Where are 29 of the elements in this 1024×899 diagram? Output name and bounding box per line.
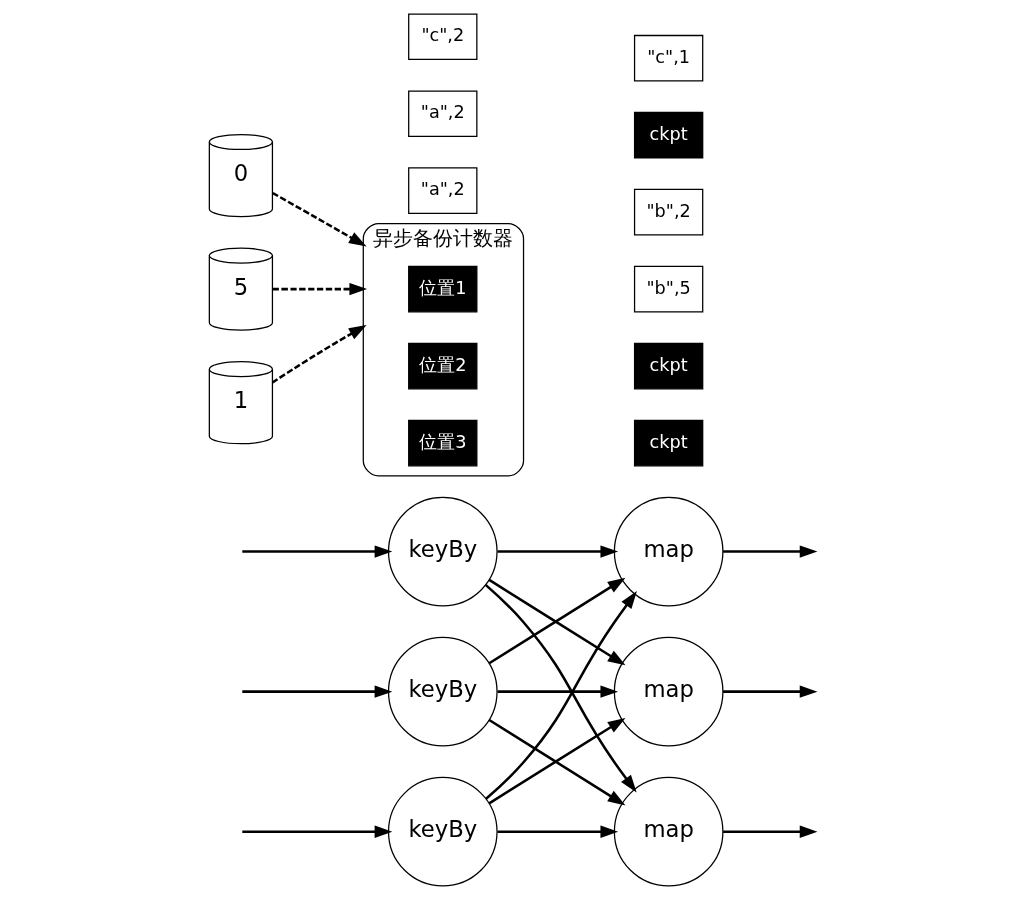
node-box: "a",2 <box>408 89 478 137</box>
node-box: 位置3 <box>408 419 478 466</box>
node-box: 位置2 <box>408 342 478 389</box>
arrow <box>272 282 368 295</box>
node-circle: keyBy <box>387 496 498 606</box>
arrow <box>723 825 818 838</box>
arrow <box>497 544 619 558</box>
node-box: ckpt <box>633 342 704 389</box>
node-box: "c",2 <box>408 12 478 60</box>
node-circle: keyBy <box>387 636 498 746</box>
node-circle: keyBy <box>387 776 498 887</box>
node-circle: map <box>613 636 724 746</box>
node-circle: map <box>613 496 724 606</box>
arrow <box>497 825 619 838</box>
node-box: ckpt <box>633 419 704 466</box>
arrow <box>271 324 367 383</box>
arrow <box>242 544 393 558</box>
arrow <box>723 684 818 698</box>
node-box: "b",2 <box>633 188 704 235</box>
arrow <box>242 825 393 838</box>
node-box: "a",2 <box>408 166 478 214</box>
node-box: "b",5 <box>633 265 704 312</box>
node-box: ckpt <box>633 111 704 158</box>
arrow <box>242 684 393 698</box>
node-box: 位置1 <box>408 265 478 312</box>
arrow <box>272 191 367 246</box>
node-box: "c",1 <box>633 34 704 82</box>
arrow <box>723 544 818 558</box>
arrow <box>497 684 619 698</box>
